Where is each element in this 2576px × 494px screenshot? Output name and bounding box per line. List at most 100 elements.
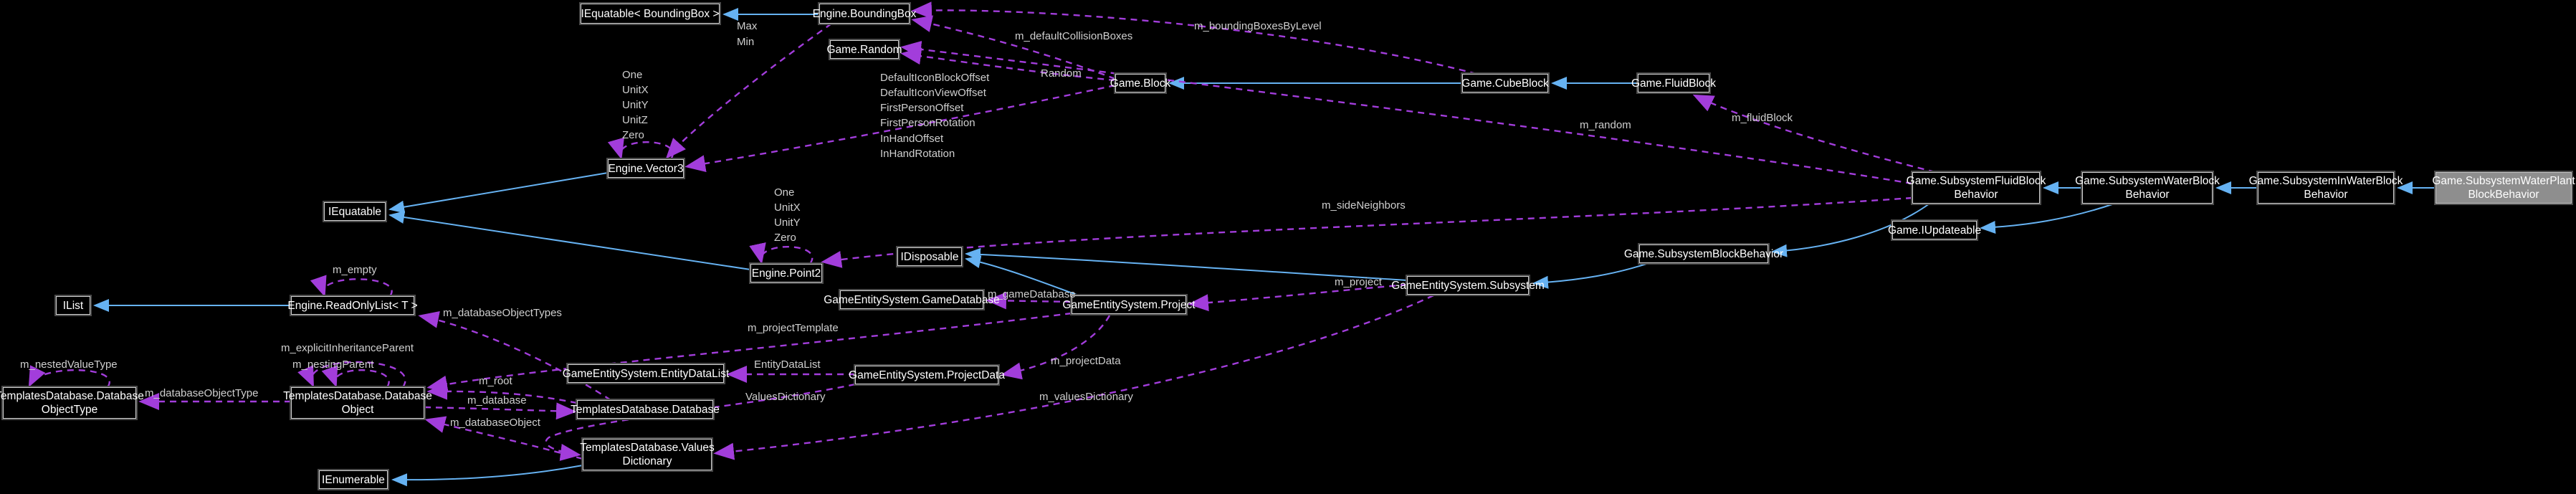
edge-gameentitysystem-project-to-gameentitysystem-projectdata — [1001, 315, 1111, 380]
node-label: Behavior — [2304, 189, 2348, 201]
node-label: IEquatable< BoundingBox > — [581, 7, 720, 20]
node-engine-boundingbox[interactable]: Engine.BoundingBox — [813, 4, 916, 24]
edge-gameentitysystem-project-to-gameentitysystem-gamedatabase — [986, 292, 1072, 310]
node-gameentitysystem-projectdata[interactable]: GameEntitySystem.ProjectData — [849, 366, 1005, 384]
edge-label: One — [622, 69, 643, 81]
edge-templatesdatabase-databaseobject-to-templatesdatabase-database — [424, 402, 577, 420]
edge-engine-point2-to-engine-point2 — [749, 242, 814, 265]
node-label: Game.CubeBlock — [1461, 77, 1549, 90]
edge-label: m_nestedValueType — [20, 358, 118, 371]
edge-label: m_fluidBlock — [1732, 112, 1793, 124]
edge-label: m_sideNeighbors — [1322, 199, 1406, 212]
node-label: Engine.Vector3 — [608, 162, 684, 175]
edge-label: m_defaultCollisionBoxes — [1015, 30, 1133, 42]
edge-label: m_projectTemplate — [748, 322, 839, 334]
node-label: Game.Random — [826, 43, 902, 56]
edge-label: InHandOffset — [880, 133, 944, 145]
edge-label: DefaultIconBlockOffset — [880, 72, 990, 84]
node-label: TemplatesDatabase.Database — [0, 390, 144, 402]
edge-gameentitysystem-project-to-idisposable — [965, 255, 1079, 296]
node-label: Engine.BoundingBox — [812, 7, 917, 20]
node-gameentitysystem-gamedatabase[interactable]: GameEntitySystem.GameDatabase — [824, 290, 1000, 309]
edge-label: Max — [737, 20, 758, 32]
edge-game-block-to-engine-vector3 — [684, 84, 1116, 173]
edge-templatesdatabase-databaseobject-to-templatesdatabase-databaseobject — [321, 365, 390, 388]
node-label: BlockBehavior — [2468, 189, 2539, 201]
node-idisposable[interactable]: IDisposable — [897, 247, 962, 266]
node-templatesdatabase-database[interactable]: TemplatesDatabase.Database — [571, 400, 720, 419]
edge-engine-vector3-to-engine-vector3 — [607, 137, 674, 160]
node-label: GameEntitySystem.ProjectData — [849, 369, 1005, 381]
edge-label: m_project — [1335, 276, 1382, 288]
edge-gameentitysystem-subsystem-to-templatesdatabase-valuesdictionary — [713, 294, 1434, 460]
node-ilist[interactable]: IList — [56, 296, 90, 315]
node-game-random[interactable]: Game.Random — [826, 40, 902, 59]
edge-gameentitysystem-project-to-templatesdatabase-databaseobject — [426, 312, 1072, 393]
node-label: Game.SubsystemWaterPlant — [2432, 175, 2575, 187]
node-label: Game.IUpdateable — [1887, 224, 1982, 237]
node-game-block[interactable]: Game.Block — [1110, 74, 1170, 92]
edge-game-cubeblock-to-engine-boundingbox — [911, 1, 1477, 75]
edge-game-subsystemfluidblockbehavior-to-game-subsystemblockbehavior — [1771, 203, 1930, 257]
edge-label: FirstPersonOffset — [880, 102, 964, 114]
edge-label: m_database — [467, 394, 527, 407]
node-gameentitysystem-subsystem[interactable]: GameEntitySystem.Subsystem — [1391, 276, 1545, 295]
edge-templatesdatabase-database-to-engine-readonlylist — [418, 311, 611, 402]
node-label: GameEntitySystem.Subsystem — [1391, 279, 1545, 292]
node-iequatable[interactable]: IEquatable — [324, 202, 386, 221]
node-game-iupdateable[interactable]: Game.IUpdateable — [1888, 221, 1981, 239]
edge-label: ValuesDictionary — [745, 391, 826, 403]
edge-label: FirstPersonRotation — [880, 117, 975, 129]
node-label: IEquatable — [328, 205, 382, 218]
edge-templatesdatabase-databaseobject-to-templatesdatabase-databaseobject — [297, 361, 406, 388]
node-engine-point2[interactable]: Engine.Point2 — [750, 264, 822, 282]
edge-engine-point2-to-iequatable — [388, 211, 751, 270]
node-label: Game.SubsystemWaterBlock — [2075, 175, 2220, 187]
node-game-subsystemblockbehavior[interactable]: Game.SubsystemBlockBehavior — [1624, 244, 1783, 263]
node-gameentitysystem-project[interactable]: GameEntitySystem.Project — [1062, 295, 1196, 314]
node-label: Behavior — [1954, 189, 1998, 201]
node-label: GameEntitySystem.Project — [1062, 298, 1196, 311]
edge-label: m_gameDatabase — [988, 288, 1076, 300]
edge-label: UnitY — [622, 99, 649, 111]
edge-label: UnitX — [622, 84, 649, 96]
edge-gameentitysystem-subsystem-to-gameentitysystem-project — [1188, 283, 1408, 312]
node-gameentitysystem-entitydatalist[interactable]: GameEntitySystem.EntityDataList — [563, 364, 729, 383]
node-label: TemplatesDatabase.Database — [283, 390, 432, 402]
node-label: Behavior — [2125, 189, 2170, 201]
node-game-cubeblock[interactable]: Game.CubeBlock — [1461, 74, 1549, 92]
edge-game-subsystemfluidblockbehavior-to-game-random — [900, 40, 1913, 185]
edge-game-block-to-engine-boundingbox — [911, 15, 1116, 80]
node-game-fluidblock[interactable]: Game.FluidBlock — [1631, 74, 1716, 92]
edge-label: Zero — [774, 232, 796, 244]
node-iequatable-boundingbox[interactable]: IEquatable< BoundingBox > — [581, 4, 720, 24]
edge-label: DefaultIconViewOffset — [880, 87, 986, 99]
node-engine-readonlylist[interactable]: Engine.ReadOnlyList< T > — [287, 296, 418, 315]
edge-game-subsystemfluidblockbehavior-to-game-fluidblock — [1692, 94, 1936, 174]
edge-label: m_databaseObjectType — [145, 387, 259, 399]
node-label: Engine.ReadOnlyList< T > — [287, 299, 418, 312]
node-label: GameEntitySystem.EntityDataList — [562, 367, 730, 380]
node-ienumerable[interactable]: IEnumerable — [319, 470, 388, 489]
edge-gameentitysystem-projectdata-to-templatesdatabase-valuesdictionary — [545, 383, 856, 461]
edge-gameentitysystem-subsystem-to-idisposable — [965, 247, 1408, 281]
edge-label: Min — [737, 36, 755, 48]
edge-label: m_valuesDictionary — [1039, 391, 1133, 403]
edge-label: Zero — [622, 129, 644, 141]
node-engine-vector3[interactable]: Engine.Vector3 — [608, 159, 684, 178]
edge-engine-readonlylist-to-engine-readonlylist — [310, 275, 393, 298]
edge-templatesdatabase-valuesdictionary-to-ienumerable — [391, 465, 583, 487]
node-label: Object — [341, 404, 374, 416]
edge-label: m_projectData — [1051, 355, 1121, 367]
edge-label: InHandRotation — [880, 148, 955, 160]
node-label: Game.SubsystemBlockBehavior — [1623, 247, 1784, 260]
edge-game-subsystemblockbehavior-to-gameentitysystem-subsystem — [1532, 262, 1649, 289]
